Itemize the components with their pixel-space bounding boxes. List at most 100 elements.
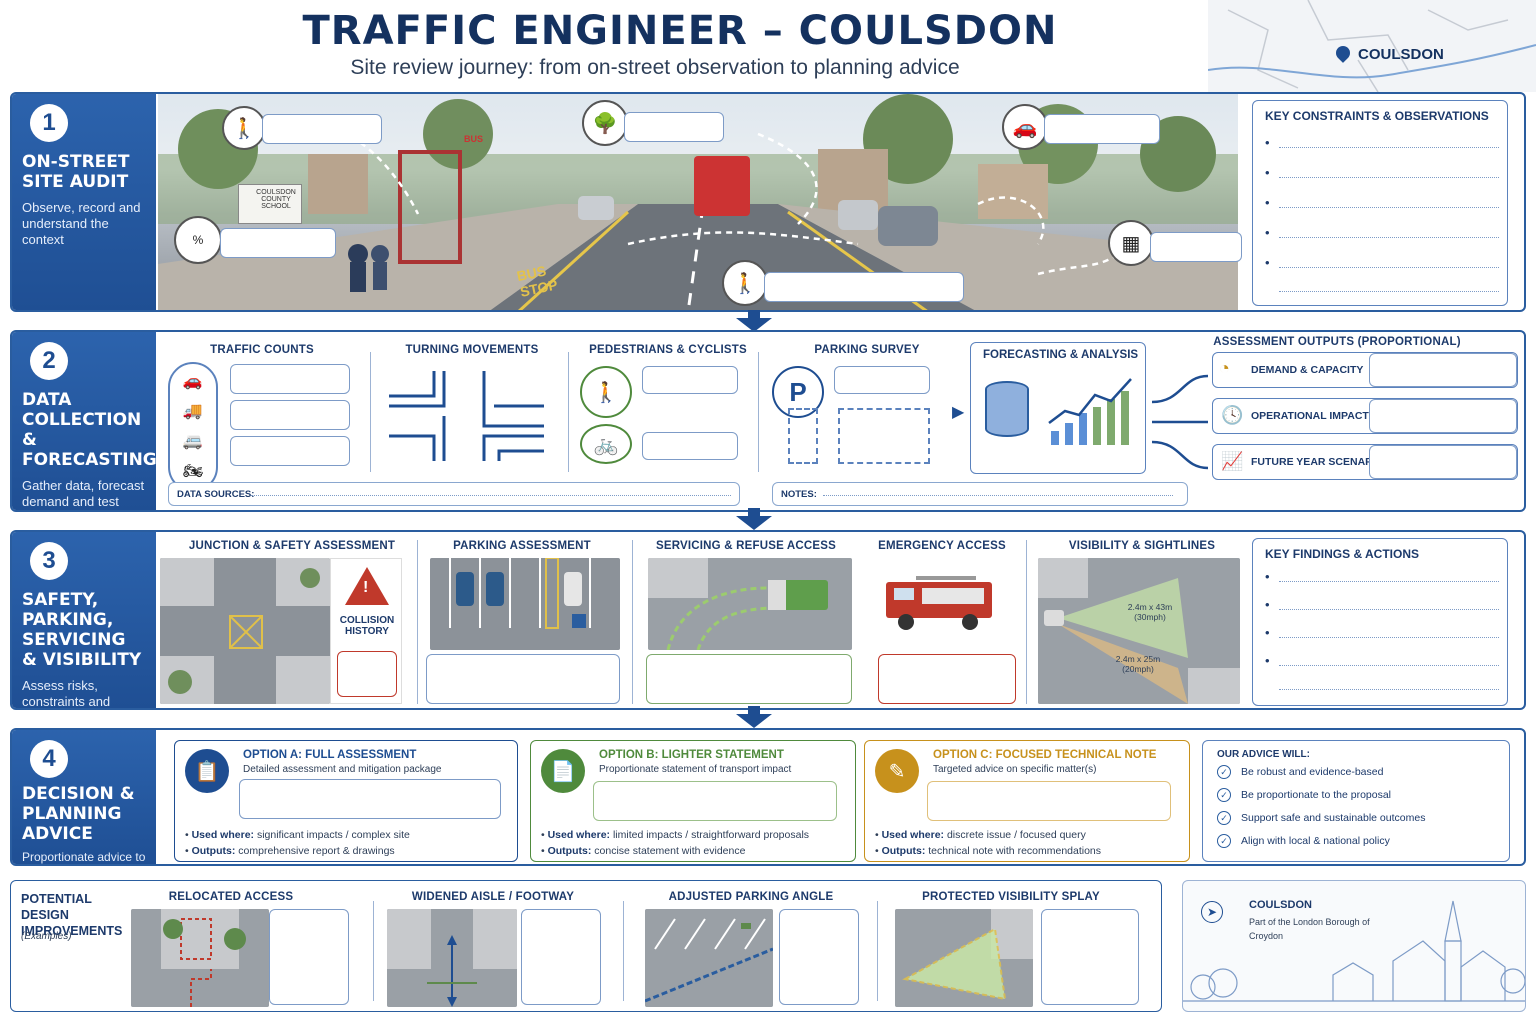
constraint-line[interactable] (1279, 207, 1499, 208)
flow-arrow-stem (748, 508, 760, 518)
finding-line[interactable] (1279, 637, 1499, 638)
bicycle-icon: 🚲 (580, 424, 632, 464)
visibility-splay-field[interactable] (1041, 909, 1139, 1005)
option-c-field[interactable] (927, 781, 1171, 821)
constraint-line[interactable] (1279, 147, 1499, 148)
divider (568, 352, 569, 472)
finding-line[interactable] (1279, 689, 1499, 690)
vehicle-types-icon: 🚗🚚🚐🏍 (168, 362, 218, 492)
finding-bullet: • (1265, 597, 1270, 612)
advice-item: Be proportionate to the proposal (1241, 789, 1392, 801)
used-label: Used where: (881, 829, 945, 841)
option-subtitle: Detailed assessment and mitigation packa… (243, 764, 442, 775)
option-b-field[interactable] (593, 781, 837, 821)
step-number: 2 (30, 342, 68, 380)
parking-bays (788, 408, 818, 464)
constraint-line[interactable] (1279, 177, 1499, 178)
database-icon (985, 381, 1029, 437)
flow-arrow-down-icon (736, 714, 772, 728)
car-note-field[interactable] (1044, 114, 1160, 144)
output-label: FUTURE YEAR SCENARIOS (1251, 456, 1391, 468)
design-title: POTENTIAL DESIGN IMPROVEMENTS (21, 892, 123, 938)
junction-illustration (160, 558, 330, 704)
pen-note-icon: ✎ (875, 749, 919, 793)
constraint-line[interactable] (1279, 291, 1499, 292)
emergency-field[interactable] (878, 654, 1016, 704)
outputs-text: concise statement with evidence (594, 845, 746, 857)
section-3-sidebar: 3 SAFETY, PARKING, SERVICING & VISIBILIT… (12, 532, 156, 708)
option-c-card[interactable]: ✎ OPTION C: FOCUSED TECHNICAL NOTE Targe… (864, 740, 1190, 862)
wall-note-field[interactable] (1150, 232, 1242, 262)
output-field[interactable] (1369, 353, 1517, 387)
servicing-field[interactable] (646, 654, 852, 704)
crossing-note-field[interactable] (764, 272, 964, 302)
collision-field[interactable] (337, 651, 397, 697)
section-desc: Assess risks, constraints and compliance (22, 678, 111, 709)
parking-survey-heading: PARKING SURVEY (814, 344, 920, 356)
option-a-field[interactable] (239, 779, 501, 819)
output-field[interactable] (1369, 445, 1517, 479)
place-name: COULSDON (1249, 899, 1312, 911)
traffic-counts-heading: TRAFFIC COUNTS (210, 344, 314, 356)
constraints-panel: KEY CONSTRAINTS & OBSERVATIONS • • • • • (1252, 100, 1508, 306)
design-item-heading: PROTECTED VISIBILITY SPLAY (922, 891, 1100, 903)
notes-field[interactable]: NOTES: (772, 482, 1188, 506)
ped-count-field[interactable] (642, 366, 738, 394)
constraint-bullet: • (1265, 135, 1270, 150)
advice-item: Support safe and sustainable outcomes (1241, 812, 1426, 824)
option-outputs: • Outputs: concise statement with eviden… (541, 845, 746, 857)
visibility-20mph-label: 2.4m x 25m (20mph) (1115, 654, 1161, 674)
used-text: significant impacts / complex site (256, 829, 410, 841)
data-sources-line (251, 495, 731, 496)
output-label: OPERATIONAL IMPACTS (1251, 410, 1376, 422)
outputs-heading: ASSESSMENT OUTPUTS (PROPORTIONAL) (1213, 336, 1461, 348)
finding-line[interactable] (1279, 609, 1499, 610)
divider (417, 540, 418, 704)
section-desc: Gather data, forecast demand and test op… (22, 478, 145, 509)
count-bus-field[interactable] (230, 436, 350, 466)
parking-assessment-heading: PARKING ASSESSMENT (453, 540, 591, 552)
widened-footway-field[interactable] (521, 909, 601, 1005)
advice-panel: OUR ADVICE WILL: ✓ Be robust and evidenc… (1202, 740, 1510, 862)
parking-illustration (430, 558, 620, 650)
section-title: DATA COLLECTION & FORECASTING (22, 390, 157, 470)
constraint-line[interactable] (1279, 237, 1499, 238)
relocated-access-illustration (131, 909, 269, 1007)
cycle-count-field[interactable] (642, 432, 738, 460)
option-a-card[interactable]: 📋 OPTION A: FULL ASSESSMENT Detailed ass… (174, 740, 518, 862)
finding-bullet: • (1265, 625, 1270, 640)
section-title: DECISION & PLANNING ADVICE (22, 784, 135, 844)
finding-line[interactable] (1279, 581, 1499, 582)
parking-letter: P (789, 376, 807, 407)
option-title: OPTION C: FOCUSED TECHNICAL NOTE (933, 749, 1157, 761)
output-operational: 🕓 OPERATIONAL IMPACTS (1212, 398, 1518, 434)
clipboard-icon: 📋 (185, 749, 229, 793)
constraints-title: KEY CONSTRAINTS & OBSERVATIONS (1265, 109, 1489, 123)
data-sources-field[interactable]: DATA SOURCES: (168, 482, 740, 506)
section-4-sidebar: 4 DECISION & PLANNING ADVICE Proportiona… (12, 730, 156, 864)
output-demand-capacity: ◔ DEMAND & CAPACITY (1212, 352, 1518, 388)
advice-item: Be robust and evidence-based (1241, 766, 1384, 778)
count-van-field[interactable] (230, 400, 350, 430)
turning-arrows-icon (389, 371, 544, 461)
check-icon: ✓ (1217, 765, 1231, 779)
count-car-field[interactable] (230, 364, 350, 394)
output-field[interactable] (1369, 399, 1517, 433)
constraint-line[interactable] (1279, 267, 1499, 268)
finding-line[interactable] (1279, 665, 1499, 666)
option-used: • Used where: significant impacts / comp… (185, 829, 410, 841)
used-text: limited impacts / straightforward propos… (612, 829, 810, 841)
rising-chart-icon: 📈 (1221, 451, 1244, 471)
parking-assessment-field[interactable] (426, 654, 620, 704)
tree-note-field[interactable] (624, 112, 724, 142)
relocated-access-field[interactable] (269, 909, 349, 1005)
pedestrian-note-field[interactable] (262, 114, 382, 144)
section-title: SAFETY, PARKING, SERVICING & VISIBILITY (22, 590, 142, 670)
parking-angle-field[interactable] (779, 909, 859, 1005)
gradient-icon: % (174, 216, 222, 264)
finding-bullet: • (1265, 569, 1270, 584)
option-b-card[interactable]: 📄 OPTION B: LIGHTER STATEMENT Proportion… (530, 740, 856, 862)
output-label: DEMAND & CAPACITY (1251, 364, 1364, 376)
parking-count-field[interactable] (834, 366, 930, 394)
gradient-note-field[interactable] (220, 228, 336, 258)
